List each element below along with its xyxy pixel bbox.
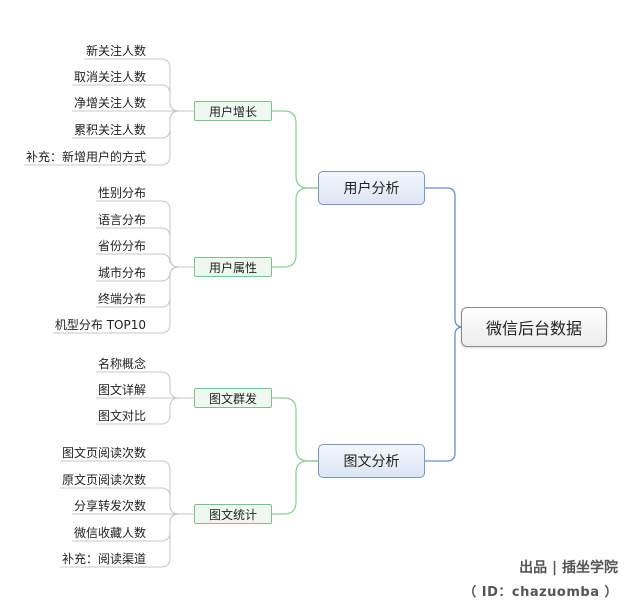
leaf-item[interactable]: 终端分布 bbox=[97, 291, 146, 306]
connector-line bbox=[24, 110, 194, 166]
leaf-item[interactable]: 原文页阅读次数 bbox=[61, 472, 146, 487]
group-user-attributes[interactable]: 用户属性 bbox=[194, 257, 272, 277]
leaf-item[interactable]: 机型分布 TOP10 bbox=[54, 317, 146, 332]
connector-line bbox=[272, 460, 318, 515]
credit-id: （ ID：chazuomba ） bbox=[463, 585, 618, 600]
group-article-stats[interactable]: 图文统计 bbox=[194, 504, 272, 524]
branch-user-analysis[interactable]: 用户分析 bbox=[318, 171, 425, 205]
connector-line bbox=[272, 110, 318, 189]
credit-title: 出品 | 插坐学院 bbox=[519, 560, 618, 576]
leaf-item[interactable]: 累积关注人数 bbox=[73, 122, 146, 137]
connector-line bbox=[96, 397, 194, 425]
leaf-item[interactable]: 取消关注人数 bbox=[73, 69, 146, 84]
connector-line bbox=[272, 187, 318, 268]
leaf-item[interactable]: 补充：阅读渠道 bbox=[61, 551, 146, 566]
leaf-item[interactable]: 净增关注人数 bbox=[73, 95, 146, 110]
leaf-item[interactable]: 微信收藏人数 bbox=[73, 525, 146, 540]
leaf-item[interactable]: 语言分布 bbox=[97, 212, 146, 227]
leaf-item[interactable]: 名称概念 bbox=[97, 356, 146, 371]
root-node[interactable]: 微信后台数据 bbox=[461, 307, 607, 347]
leaf-item[interactable]: 图文页阅读次数 bbox=[61, 445, 146, 460]
branch-article-analysis[interactable]: 图文分析 bbox=[318, 444, 425, 478]
leaf-item[interactable]: 性别分布 bbox=[97, 185, 146, 200]
connector-line bbox=[53, 266, 194, 334]
group-user-growth[interactable]: 用户增长 bbox=[194, 101, 272, 121]
leaf-item[interactable]: 城市分布 bbox=[97, 265, 146, 280]
connector-line bbox=[96, 253, 194, 268]
leaf-item[interactable]: 补充：新增用户的方式 bbox=[25, 149, 146, 164]
group-article-broadcast[interactable]: 图文群发 bbox=[194, 388, 272, 408]
connector-line bbox=[425, 187, 464, 328]
connector-line bbox=[425, 326, 464, 462]
leaf-item[interactable]: 新关注人数 bbox=[85, 43, 146, 58]
connector-line bbox=[272, 397, 318, 462]
connector-line bbox=[60, 513, 194, 568]
leaf-item[interactable]: 分享转发次数 bbox=[73, 498, 146, 513]
leaf-item[interactable]: 图文对比 bbox=[97, 408, 146, 423]
leaf-item[interactable]: 省份分布 bbox=[97, 238, 146, 253]
leaf-item[interactable]: 图文详解 bbox=[97, 382, 146, 397]
